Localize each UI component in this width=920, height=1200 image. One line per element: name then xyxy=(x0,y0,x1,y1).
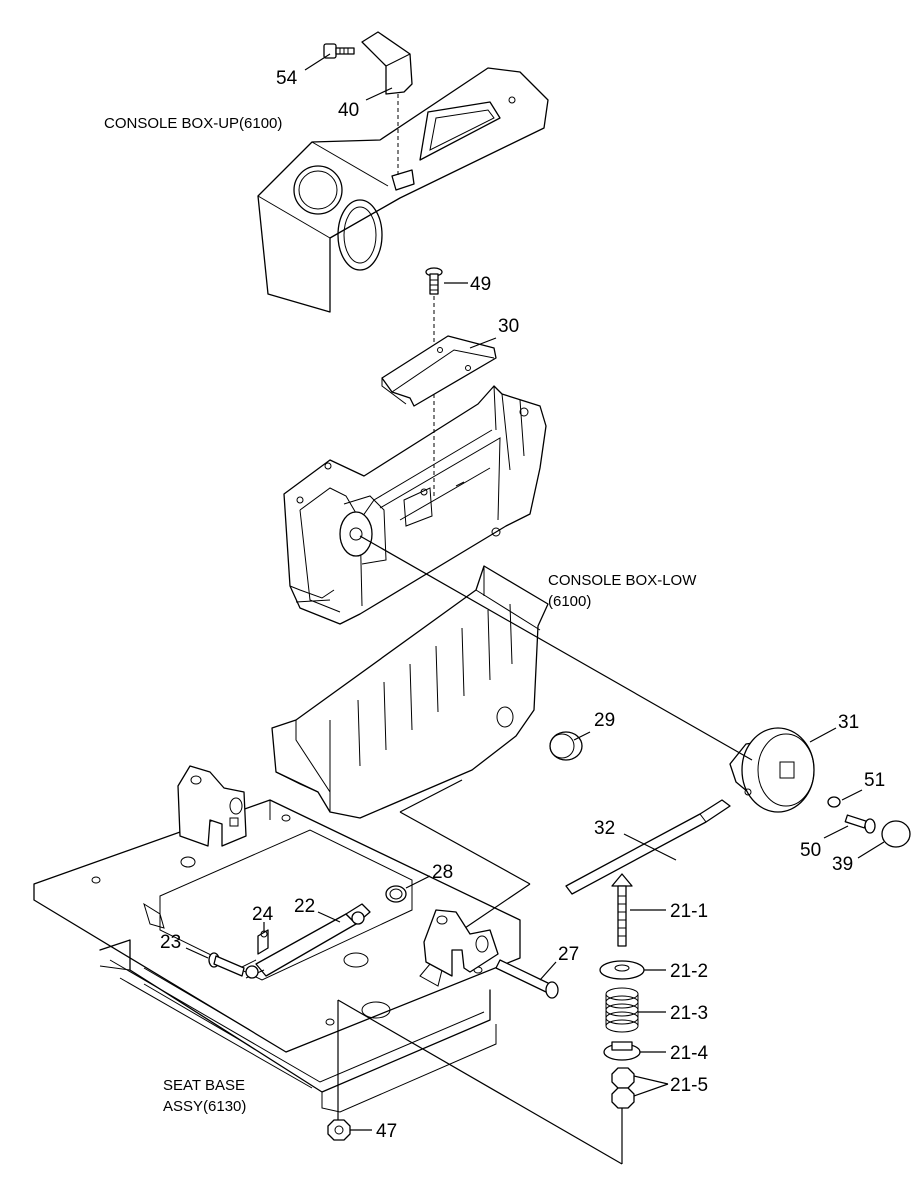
caption-console-box-low-line1: CONSOLE BOX-LOW xyxy=(548,572,697,589)
callout-29: 29 xyxy=(594,710,615,731)
part-47-nut xyxy=(327,1119,351,1141)
callout-49: 49 xyxy=(470,274,491,295)
console-box-upper xyxy=(257,67,549,313)
part-22-gas-spring xyxy=(239,903,371,979)
caption-seat-base-line1: SEAT BASE xyxy=(163,1077,245,1094)
callout-50: 50 xyxy=(800,840,821,861)
callout-23: 23 xyxy=(160,932,181,953)
console-box-lower xyxy=(271,565,549,819)
part-51-washer xyxy=(827,796,841,808)
part-21-3-spring xyxy=(605,987,639,1033)
part-24-pin xyxy=(257,929,269,955)
console-frame xyxy=(283,385,547,625)
callout-21-4: 21-4 xyxy=(670,1043,708,1064)
callout-leaders xyxy=(185,53,885,1131)
callout-21-5: 21-5 xyxy=(670,1075,708,1096)
callout-54: 54 xyxy=(276,68,298,89)
part-21-2-washer xyxy=(599,960,645,980)
part-50-bolt xyxy=(844,814,876,834)
callout-21-1: 21-1 xyxy=(670,901,708,922)
callout-30: 30 xyxy=(498,316,519,337)
part-21-5-nuts xyxy=(611,1067,635,1109)
part-23-pin xyxy=(208,952,245,977)
callout-32: 32 xyxy=(594,818,615,839)
callout-39: 39 xyxy=(832,854,853,875)
caption-console-box-up: CONSOLE BOX-UP(6100) xyxy=(104,115,282,132)
callout-22: 22 xyxy=(294,896,315,917)
part-29-plug xyxy=(549,731,583,761)
callout-28: 28 xyxy=(432,862,453,883)
callout-21-3: 21-3 xyxy=(670,1003,708,1024)
caption-seat-base-line2: ASSY(6130) xyxy=(163,1098,246,1115)
part-31-dial-knob xyxy=(729,727,815,813)
part-54-bolt xyxy=(323,43,355,59)
callout-47: 47 xyxy=(376,1121,397,1142)
part-27-long-pin xyxy=(495,959,559,999)
caption-console-box-low-line2: (6100) xyxy=(548,593,591,610)
part-39-cap xyxy=(881,820,911,848)
part-49-screw xyxy=(425,267,443,295)
callout-51: 51 xyxy=(864,770,885,791)
part-30-bracket-plate xyxy=(381,335,497,407)
part-32-rod xyxy=(565,799,731,895)
part-40-lever-knob xyxy=(361,31,413,95)
callout-27: 27 xyxy=(558,944,579,965)
callout-40: 40 xyxy=(338,100,359,121)
callout-24: 24 xyxy=(252,904,274,925)
seat-bracket-right xyxy=(423,909,499,977)
callout-31: 31 xyxy=(838,712,859,733)
seat-base-assy xyxy=(33,799,521,1113)
part-28-ring xyxy=(385,885,407,903)
part-21-4-washer xyxy=(603,1041,641,1061)
part-21-1-bolt xyxy=(611,873,633,947)
seat-bracket-left xyxy=(177,765,247,847)
callout-21-2: 21-2 xyxy=(670,961,708,982)
